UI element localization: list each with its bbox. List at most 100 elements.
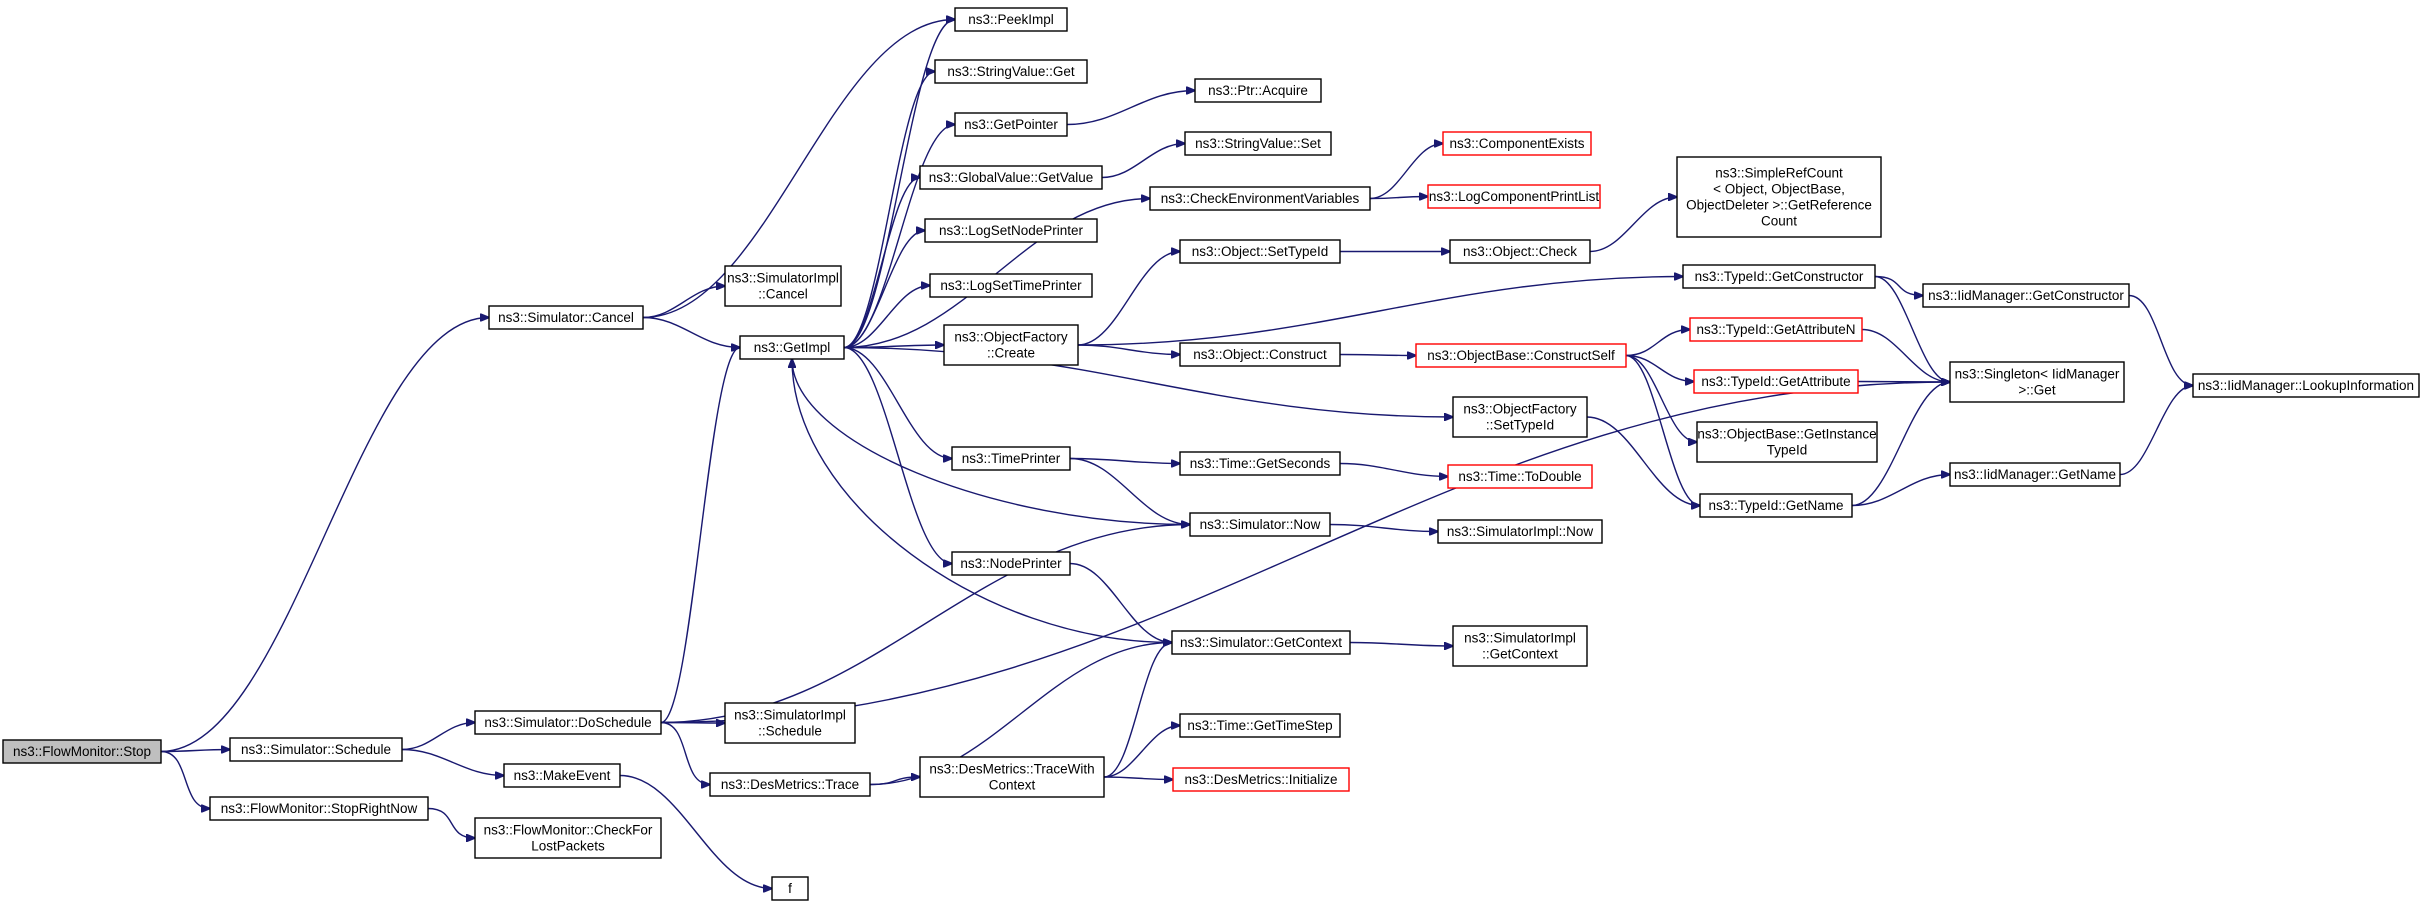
graph-node-simImplCancel[interactable]: ns3::SimulatorImpl::Cancel (724, 265, 842, 307)
graph-node-getImpl[interactable]: ns3::GetImpl (739, 335, 845, 360)
edge-iidGetConstructor-to-iidLookupInformation (2128, 294, 2193, 386)
graph-node-stringValueSet[interactable]: ns3::StringValue::Set (1184, 131, 1332, 156)
graph-node-simulatorGetContext[interactable]: ns3::Simulator::GetContext (1171, 630, 1351, 655)
node-label: ns3::FlowMonitor::StopRightNow (221, 801, 418, 816)
edge-objectCheck-to-simpleRefCount (1589, 197, 1677, 253)
node-label: ns3::MakeEvent (514, 768, 611, 783)
graph-node-schedule[interactable]: ns3::Simulator::Schedule (229, 737, 403, 762)
graph-node-logSetTimePrinter[interactable]: ns3::LogSetTimePrinter (929, 273, 1093, 298)
graph-node-logComponentPrintList[interactable]: ns3::LogComponentPrintList (1427, 184, 1601, 209)
node-box (943, 324, 1079, 366)
node-box (2192, 373, 2420, 398)
node-box (1449, 239, 1591, 264)
graph-node-simImplSchedule[interactable]: ns3::SimulatorImpl::Schedule (724, 702, 856, 744)
graph-node-objectSetTypeId[interactable]: ns3::Object::SetTypeId (1179, 239, 1341, 264)
graph-node-timeGetSeconds[interactable]: ns3::Time::GetSeconds (1179, 451, 1341, 476)
edge-doSchedule-to-singletonGet (660, 382, 1950, 724)
node-box (951, 446, 1071, 471)
graph-node-typeIdGetAttribute[interactable]: ns3::TypeId::GetAttribute (1693, 369, 1859, 394)
graph-node-objectBaseConstructSelf[interactable]: ns3::ObjectBase::ConstructSelf (1415, 343, 1627, 368)
node-box (951, 551, 1071, 576)
graph-node-typeIdGetAttributeN[interactable]: ns3::TypeId::GetAttributeN (1689, 317, 1863, 342)
node-label: ns3::IidManager::GetConstructor (1928, 288, 2124, 303)
node-label: ns3::SimulatorImpl (1464, 630, 1576, 645)
node-label: ns3::GlobalValue::GetValue (929, 170, 1094, 185)
node-box (1682, 264, 1876, 289)
edge-checkEnvVars-to-logComponentPrintList (1369, 197, 1428, 199)
graph-node-iidGetConstructor[interactable]: ns3::IidManager::GetConstructor (1922, 283, 2130, 308)
graph-node-timeGetTimeStep[interactable]: ns3::Time::GetTimeStep (1179, 713, 1341, 738)
edge-getImpl-to-nodePrinter (843, 346, 952, 564)
node-box (1949, 361, 2125, 403)
graph-node-simImplNow[interactable]: ns3::SimulatorImpl::Now (1437, 519, 1603, 544)
nodes-layer: ns3::FlowMonitor::Stop ns3::Simulator::Ca… (2, 7, 2420, 901)
graph-node-f[interactable]: f (771, 876, 809, 901)
graph-node-peekImpl[interactable]: ns3::PeekImpl (954, 7, 1068, 32)
edge-checkEnvVars-to-componentExists (1369, 144, 1443, 200)
node-label: ns3::Simulator::DoSchedule (484, 715, 651, 730)
graph-node-stop[interactable]: ns3::FlowMonitor::Stop (2, 739, 162, 764)
graph-node-typeIdGetName[interactable]: ns3::TypeId::GetName (1699, 493, 1853, 518)
edge-typeIdGetAttribute-to-singletonGet (1857, 382, 1950, 383)
node-box (954, 112, 1068, 137)
graph-node-iidGetName[interactable]: ns3::IidManager::GetName (1949, 462, 2121, 487)
node-label: ns3::SimpleRefCount (1715, 165, 1843, 180)
node-box (1172, 767, 1350, 792)
graph-node-checkEnvVars[interactable]: ns3::CheckEnvironmentVariables (1149, 186, 1371, 211)
graph-node-simpleRefCount[interactable]: ns3::SimpleRefCount< Object, ObjectBase,… (1676, 156, 1882, 238)
node-box (954, 7, 1068, 32)
node-label: ns3::FlowMonitor::CheckFor (484, 822, 653, 837)
graph-node-stringValueGet[interactable]: ns3::StringValue::Get (934, 59, 1088, 84)
graph-node-stopRightNow[interactable]: ns3::FlowMonitor::StopRightNow (209, 796, 429, 821)
graph-node-typeIdGetConstructor[interactable]: ns3::TypeId::GetConstructor (1682, 264, 1876, 289)
graph-node-componentExists[interactable]: ns3::ComponentExists (1442, 131, 1592, 156)
graph-node-objectFactorySetTypeId[interactable]: ns3::ObjectFactory::SetTypeId (1452, 396, 1588, 438)
node-label: ns3::IidManager::LookupInformation (2198, 378, 2414, 393)
node-label: ns3::ObjectBase::ConstructSelf (1427, 348, 1615, 363)
node-box (1442, 131, 1592, 156)
graph-node-desInitialize[interactable]: ns3::DesMetrics::Initialize (1172, 767, 1350, 792)
edge-doSchedule-to-getImpl (660, 348, 740, 724)
node-box (229, 737, 403, 762)
edge-getImpl-to-objectFactorySetTypeId (843, 346, 1453, 418)
node-label: ns3::Object::Construct (1193, 347, 1327, 362)
edge-schedule-to-doSchedule (401, 723, 475, 751)
graph-node-objectFactoryCreate[interactable]: ns3::ObjectFactory::Create (943, 324, 1079, 366)
graph-node-globalValueGetValue[interactable]: ns3::GlobalValue::GetValue (919, 165, 1103, 190)
graph-node-desTrace[interactable]: ns3::DesMetrics::Trace (709, 772, 871, 797)
edge-objectBaseConstructSelf-to-typeIdGetName (1625, 354, 1700, 506)
graph-node-timeToDouble[interactable]: ns3::Time::ToDouble (1447, 464, 1593, 489)
edge-desTraceWithContext-to-simulatorGetContext (1103, 643, 1172, 778)
node-box (1699, 493, 1853, 518)
graph-node-iidLookupInformation[interactable]: ns3::IidManager::LookupInformation (2192, 373, 2420, 398)
node-box (739, 335, 845, 360)
node-label: ns3::Time::ToDouble (1458, 469, 1581, 484)
graph-node-timePrinter[interactable]: ns3::TimePrinter (951, 446, 1071, 471)
node-label: ns3::PeekImpl (968, 12, 1054, 27)
graph-node-singletonGet[interactable]: ns3::Singleton< IidManager>::Get (1949, 361, 2125, 403)
graph-node-objectCheck[interactable]: ns3::Object::Check (1449, 239, 1591, 264)
graph-node-doSchedule[interactable]: ns3::Simulator::DoSchedule (474, 710, 662, 735)
node-box (1194, 78, 1322, 103)
graph-node-getPointer[interactable]: ns3::GetPointer (954, 112, 1068, 137)
graph-node-objectConstruct[interactable]: ns3::Object::Construct (1179, 342, 1341, 367)
graph-node-makeEvent[interactable]: ns3::MakeEvent (503, 763, 621, 788)
edge-iidGetName-to-iidLookupInformation (2119, 386, 2193, 476)
node-box (503, 763, 621, 788)
node-box (919, 165, 1103, 190)
graph-node-ptrAcquire[interactable]: ns3::Ptr::Acquire (1194, 78, 1322, 103)
graph-node-simulatorNow[interactable]: ns3::Simulator::Now (1189, 512, 1331, 537)
graph-node-logSetNodePrinter[interactable]: ns3::LogSetNodePrinter (924, 218, 1098, 243)
graph-node-nodePrinter[interactable]: ns3::NodePrinter (951, 551, 1071, 576)
edge-objectFactoryCreate-to-typeIdGetConstructor (1077, 277, 1683, 346)
graph-node-cancel[interactable]: ns3::Simulator::Cancel (488, 305, 644, 330)
edge-timePrinter-to-simulatorNow (1069, 457, 1190, 525)
node-box (1696, 421, 1878, 463)
graph-node-simImplGetContext[interactable]: ns3::SimulatorImpl::GetContext (1452, 625, 1588, 667)
edge-objectFactorySetTypeId-to-typeIdGetName (1586, 416, 1700, 506)
edge-makeEvent-to-f (619, 774, 772, 889)
node-label: ns3::DesMetrics::Initialize (1184, 772, 1337, 787)
